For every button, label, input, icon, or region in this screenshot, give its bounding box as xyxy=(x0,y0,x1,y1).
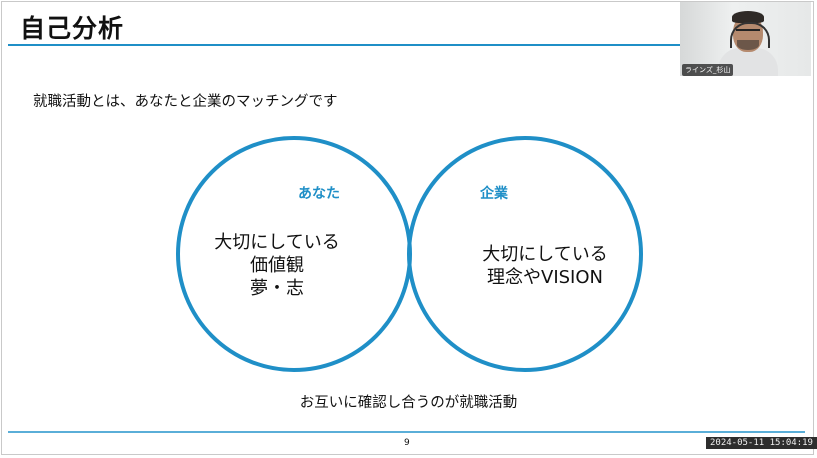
participant-beard xyxy=(737,40,759,50)
venn-text-you-line: 夢・志 xyxy=(250,278,304,299)
venn-text-company-line: 大切にしている xyxy=(482,244,608,265)
title-underline xyxy=(8,44,680,46)
venn-text-company: 大切にしている 理念やVISION xyxy=(470,243,620,289)
venn-circle-company xyxy=(407,136,643,372)
participant-name-tag: ラインズ_杉山 xyxy=(682,64,734,76)
venn-text-you-line: 大切にしている xyxy=(214,232,340,253)
glasses-icon xyxy=(736,29,760,36)
participant-video-tile[interactable] xyxy=(680,2,811,76)
slide-title: 自己分析 xyxy=(20,14,125,43)
page-number: 9 xyxy=(404,438,410,448)
slide-conclusion: お互いに確認し合うのが就職活動 xyxy=(299,395,518,411)
footer-rule xyxy=(8,431,805,433)
venn-label-company: 企業 xyxy=(480,186,508,202)
venn-text-you-line: 価値観 xyxy=(250,255,304,276)
headset-icon xyxy=(730,22,770,48)
venn-text-company-line: 理念やVISION xyxy=(487,267,603,288)
participant-hair xyxy=(732,11,764,23)
venn-label-you: あなた xyxy=(298,186,340,202)
recording-timestamp: 2024-05-11 15:04:19 xyxy=(706,437,817,449)
venn-text-you: 大切にしている 価値観 夢・志 xyxy=(202,231,352,300)
slide-subtitle: 就職活動とは、あなたと企業のマッチングです xyxy=(33,94,338,110)
